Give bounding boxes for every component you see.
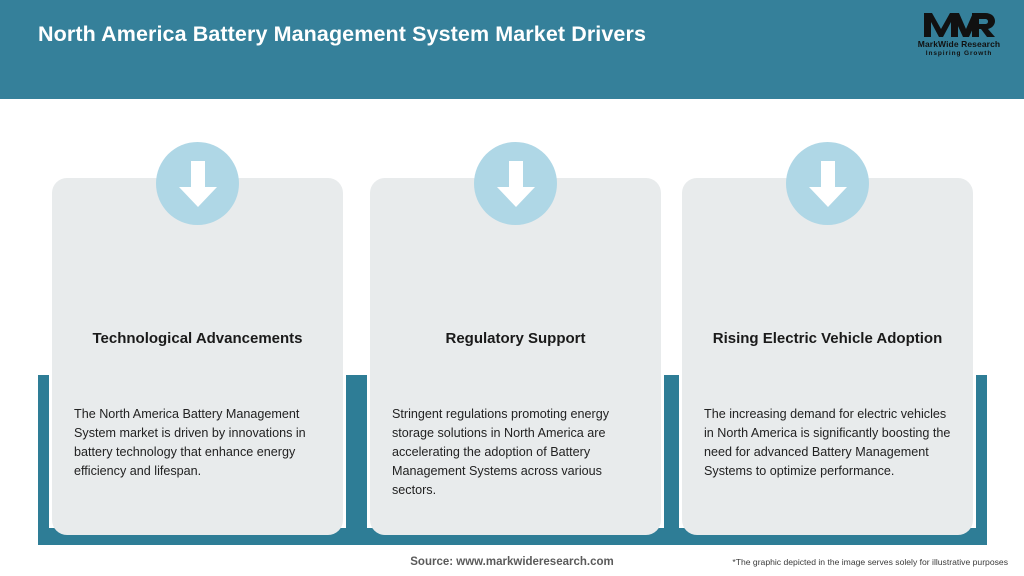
accent-bar-left [668,375,679,545]
arrow-down-icon [786,142,869,225]
logo-company-name: MarkWide Research [917,39,1001,49]
driver-card[interactable]: Rising Electric Vehicle Adoption The inc… [668,99,987,576]
accent-bar-right [976,375,987,545]
card-panel: Technological Advancements The North Ame… [52,178,343,535]
accent-bar-left [38,375,49,545]
company-logo: MarkWide Research Inspiring Growth [912,10,1006,60]
accent-bar-left [356,375,367,545]
arrow-down-icon [156,142,239,225]
disclaimer-note: *The graphic depicted in the image serve… [732,557,1008,567]
page-header: North America Battery Management System … [0,0,1024,99]
card-heading: Regulatory Support [445,330,586,347]
page-title: North America Battery Management System … [38,22,647,46]
card-body-text: The increasing demand for electric vehic… [704,407,951,478]
arrow-down-icon [474,142,557,225]
accent-bar-right [346,375,357,545]
logo-tagline: Inspiring Growth [925,50,993,57]
card-panel: Rising Electric Vehicle Adoption The inc… [682,178,973,535]
card-panel: Regulatory Support Stringent regulations… [370,178,661,535]
source-label: Source: www.markwideresearch.com [410,556,614,568]
card-body-text: Stringent regulations promoting energy s… [392,407,610,497]
card-heading: Technological Advancements [92,330,303,347]
driver-card[interactable]: Regulatory Support Stringent regulations… [356,99,675,576]
driver-card[interactable]: Technological Advancements The North Ame… [38,99,357,576]
driver-cards-container: Technological Advancements The North Ame… [0,99,1024,576]
card-body-text: The North America Battery Management Sys… [74,407,306,478]
card-heading: Rising Electric Vehicle Adoption [712,330,943,347]
mwr-logo-icon [912,10,1006,39]
